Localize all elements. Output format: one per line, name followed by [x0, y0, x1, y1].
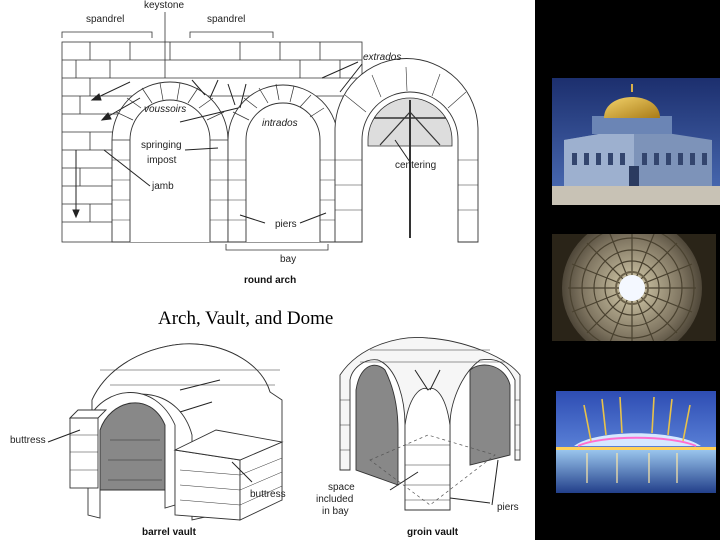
caption-barrel-vault: barrel vault [142, 527, 196, 538]
label-in-bay: in bay [322, 506, 349, 517]
label-extrados: extrados [363, 52, 402, 63]
label-voussoirs: voussoirs [144, 104, 187, 115]
label-intrados: intrados [262, 118, 298, 129]
label-jamb: jamb [152, 181, 174, 192]
dome-building-photo [552, 78, 720, 205]
round-arch-diagram [61, 12, 479, 251]
caption-round-arch: round arch [244, 275, 297, 286]
label-buttress-right: buttress [250, 489, 286, 500]
label-keystone: keystone [144, 0, 185, 11]
label-bay: bay [280, 254, 297, 265]
label-piers-arch: piers [275, 219, 297, 230]
label-included: included [316, 494, 354, 505]
dome-interior-oculus-photo [552, 234, 716, 341]
slide-title: Arch, Vault, and Dome [158, 308, 334, 329]
label-springing: springing [141, 140, 182, 151]
label-impost: impost [147, 155, 177, 166]
label-spandrel-right: spandrel [207, 14, 246, 25]
label-buttress-left: buttress [10, 435, 46, 446]
label-centering: centering [395, 160, 437, 171]
label-spandrel-left: spandrel [86, 14, 125, 25]
label-space: space [328, 482, 355, 493]
groin-vault-diagram [339, 337, 521, 511]
barrel-vault-diagram [47, 343, 284, 521]
caption-groin-vault: groin vault [407, 527, 459, 538]
label-piers-groin: piers [497, 502, 519, 513]
illuminated-dome-night-photo [556, 391, 716, 493]
